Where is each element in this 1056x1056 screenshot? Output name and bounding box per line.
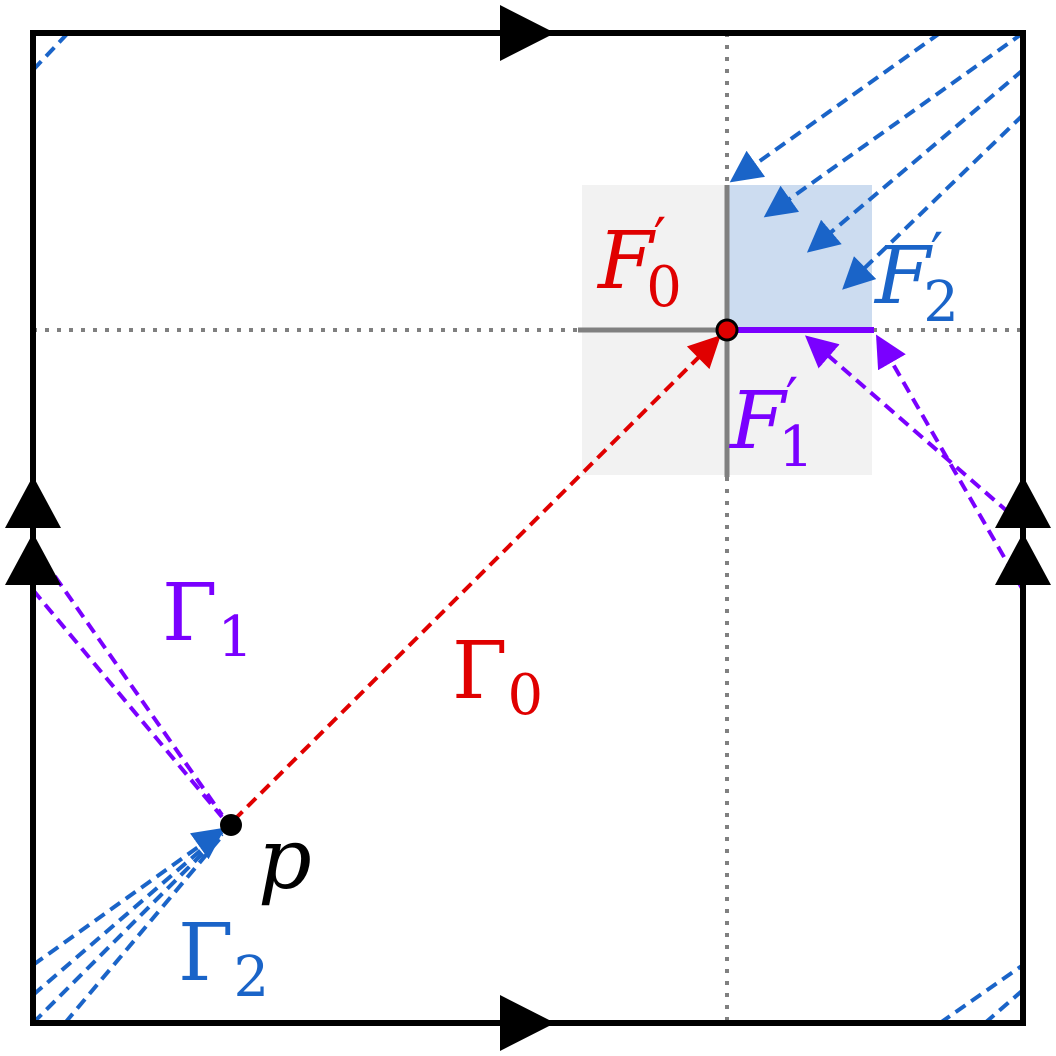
- blue-flow-line: [63, 834, 224, 1025]
- top-edge-arrow: [500, 5, 555, 61]
- purple-flow-lines: [31, 334, 1025, 819]
- label-f0-prime: F′0: [596, 207, 682, 320]
- blue-flow-line: [983, 988, 1025, 1025]
- right-edge-arrow-1: [995, 476, 1051, 528]
- red-flow-line-gamma0: [232, 335, 721, 822]
- blue-region-f2: [727, 185, 872, 330]
- blue-flow-line: [729, 31, 942, 183]
- left-edge-arrow-1: [5, 476, 61, 528]
- bottom-edge-arrow: [500, 995, 555, 1051]
- right-edge-arrow-2: [995, 533, 1051, 585]
- red-fixed-point: [715, 318, 739, 342]
- purple-flow-line: [31, 588, 224, 819]
- blue-flow-line: [31, 832, 224, 1025]
- label-gamma2: Γ2: [178, 906, 269, 1010]
- label-f2-prime: F′2: [873, 222, 959, 335]
- point-p: [220, 814, 242, 836]
- blue-flow-line: [938, 963, 1025, 1025]
- blue-flow-line: [806, 68, 1025, 253]
- blue-flow-line: [31, 827, 226, 967]
- left-edge-arrow-2: [5, 533, 61, 585]
- blue-flow-line: [31, 31, 70, 72]
- label-gamma1: Γ1: [162, 566, 253, 670]
- blue-flow-line: [842, 113, 1025, 290]
- purple-flow-line: [31, 543, 224, 817]
- label-p: p: [258, 810, 312, 908]
- label-gamma0: Γ0: [452, 624, 543, 728]
- blue-flow-line: [31, 830, 224, 997]
- blue-flow-line: [763, 31, 1025, 218]
- label-f1-prime: F′1: [728, 367, 814, 480]
- purple-flow-line: [804, 335, 1025, 527]
- purple-flow-line: [876, 334, 1025, 591]
- blue-flow-lines: [31, 31, 1025, 1025]
